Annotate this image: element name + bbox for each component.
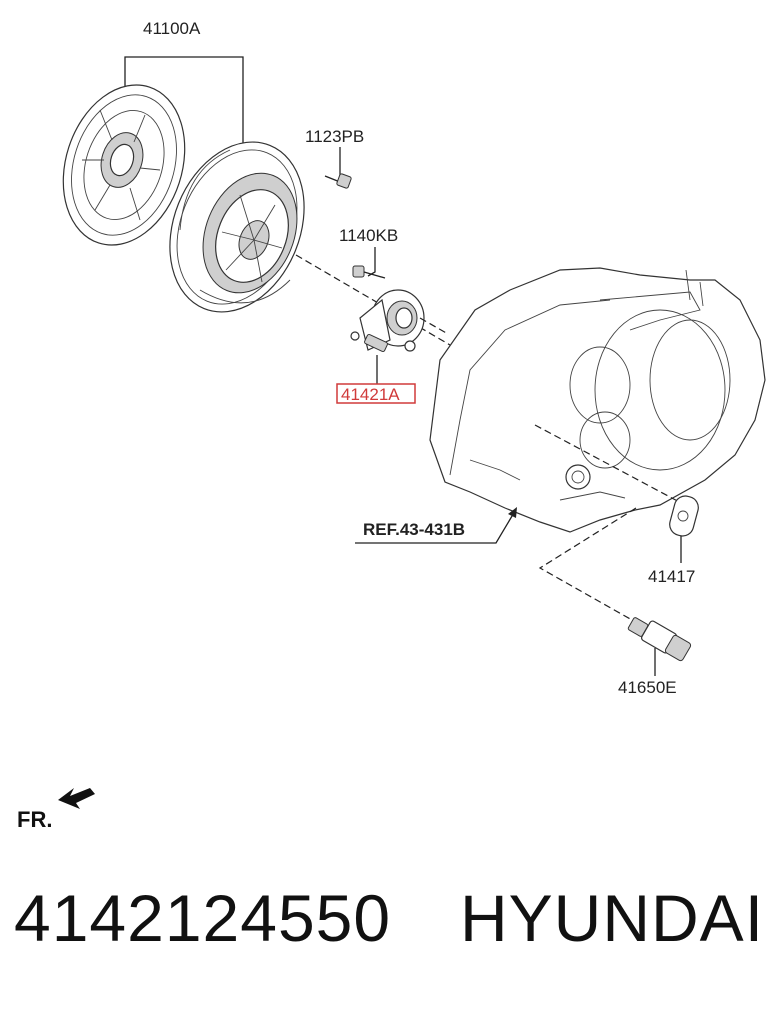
reference-arrowhead: [508, 507, 517, 518]
gasket-41417[interactable]: [667, 494, 701, 539]
label-41650E[interactable]: 41650E: [618, 678, 677, 697]
highlight-box-41421A: [336, 383, 416, 404]
transmission-housing[interactable]: [429, 267, 766, 533]
leader-reference: [355, 510, 516, 544]
label-41421A[interactable]: 41421A: [341, 385, 400, 404]
clutch-disc[interactable]: [43, 69, 204, 261]
assembly-axis-4: [538, 507, 637, 621]
release-cylinder[interactable]: [350, 289, 425, 353]
assembly-axis-1: [295, 254, 451, 346]
front-direction-arrow-icon: [58, 788, 95, 809]
label-reference[interactable]: REF.43-431B: [363, 520, 465, 539]
assembly-axis-2: [419, 317, 449, 335]
connector-41650E[interactable]: [627, 617, 692, 662]
exploded-parts-diagram: 41100A: [17, 19, 766, 832]
label-fr: FR.: [17, 807, 52, 832]
label-41100A[interactable]: 41100A: [143, 19, 201, 38]
part-number: 4142124550: [14, 881, 392, 955]
label-1123PB[interactable]: 1123PB: [305, 127, 364, 146]
footer: 4142124550 HYUNDAI: [0, 880, 783, 1000]
pressure-plate[interactable]: [146, 122, 329, 332]
bolt-1123PB[interactable]: [324, 173, 352, 189]
brand-name: HYUNDAI: [460, 881, 765, 955]
leader-41100A: [124, 56, 244, 160]
label-1140KB[interactable]: 1140KB: [339, 226, 398, 245]
bolt-1140KB[interactable]: [352, 265, 386, 279]
assembly-axis-3: [534, 424, 686, 506]
leader-1140KB: [367, 247, 376, 277]
label-41417[interactable]: 41417: [648, 567, 695, 586]
